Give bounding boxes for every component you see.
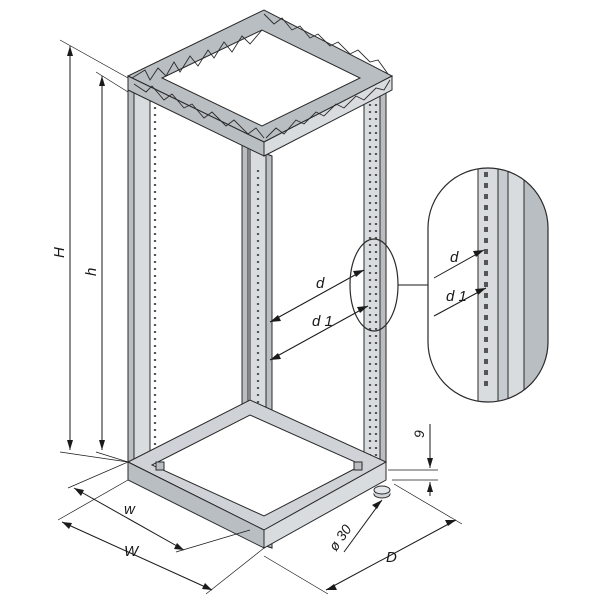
- levelling-foot: [373, 485, 391, 499]
- dimension-9: 9: [388, 424, 438, 496]
- dimension-w-label: w: [124, 501, 136, 518]
- dimension-h-label: h: [83, 268, 100, 276]
- dimension-d1-label: d 1: [312, 313, 333, 330]
- detail-view: d d 1: [427, 167, 549, 403]
- detail-d1-label: d 1: [446, 288, 467, 305]
- dimension-d: d: [269, 269, 365, 323]
- dimension-diameter-label: ø 30: [325, 521, 354, 553]
- dimension-D: D: [263, 483, 463, 595]
- dimension-W-label: W: [124, 543, 140, 560]
- dimension-d1: d 1: [269, 305, 369, 361]
- dimension-D-label: D: [386, 549, 397, 566]
- top-frame: [126, 9, 394, 157]
- dimension-H: H: [51, 39, 129, 463]
- dimension-d-label: d: [316, 275, 325, 292]
- dimension-w: w: [67, 461, 251, 553]
- right-post: [363, 87, 387, 479]
- dimension-W: W: [57, 479, 265, 595]
- dimension-h: h: [83, 71, 129, 463]
- detail-marker: [349, 238, 428, 332]
- corner-bracket-right: [353, 461, 363, 471]
- back-left-post: [127, 83, 157, 471]
- dimension-H-label: H: [51, 247, 68, 258]
- dimension-9-label: 9: [411, 430, 427, 438]
- corner-bracket-left: [155, 461, 165, 471]
- detail-d-label: d: [450, 249, 459, 266]
